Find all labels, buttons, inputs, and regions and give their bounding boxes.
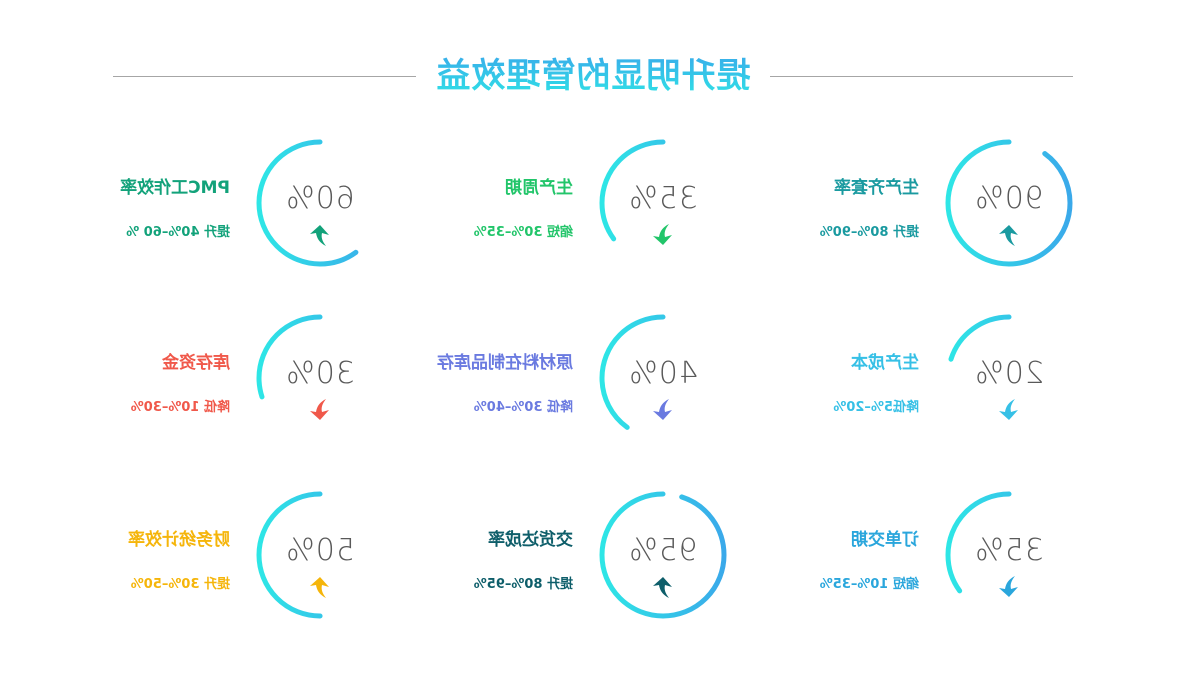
metric-label: 生产周期 — [505, 178, 573, 198]
metric-label: 生产成本 — [851, 353, 919, 373]
metric-change: 提升 80%–90% — [819, 225, 919, 240]
metric-change: 缩短 10%–35% — [819, 577, 919, 592]
page-title: 提升明显的管理效益 — [420, 52, 766, 100]
arrow-down-icon — [999, 576, 1018, 597]
percent-value: 35% — [974, 533, 1044, 568]
progress-ring — [256, 314, 384, 442]
metric-label: 原材料在制品库存 — [437, 353, 573, 373]
progress-ring — [945, 314, 1073, 442]
arrow-down-icon — [653, 224, 672, 245]
progress-ring — [599, 314, 727, 442]
progress-ring — [599, 491, 727, 619]
metric-card: 30% 库存资金 降低 10%–30% — [50, 308, 390, 448]
percent-value: 40% — [628, 356, 698, 391]
metric-label: 交货达成率 — [488, 530, 573, 550]
metric-change: 降低 30%–40% — [473, 400, 573, 415]
metric-change: 降低 10%–30% — [130, 400, 230, 415]
divider-right — [113, 76, 416, 77]
metric-change: 降低5%–20% — [833, 400, 919, 415]
metric-change: 缩短 30%–35% — [473, 225, 573, 240]
metric-label: 库存资金 — [162, 353, 230, 373]
percent-value: 90% — [974, 181, 1044, 216]
metric-change: 提升 40%–60 % — [126, 225, 230, 240]
metric-card: 50% 财务统计效率 提升 30%–50% — [50, 485, 390, 625]
percent-value: 60% — [285, 181, 355, 216]
metric-card: 95% 交货达成率 提升 80%–95% — [393, 485, 733, 625]
progress-ring — [256, 139, 384, 267]
progress-ring — [256, 491, 384, 619]
metric-card: 35% 生产周期 缩短 30%–35% — [393, 133, 733, 273]
arrow-down-icon — [653, 399, 672, 420]
percent-value: 20% — [974, 356, 1044, 391]
metric-card: 60% PMC工作效率 提升 40%–60 % — [50, 133, 390, 273]
metric-card: 40% 原材料在制品库存 降低 30%–40% — [393, 308, 733, 448]
arrow-up-icon — [999, 225, 1018, 246]
metric-label: 生产齐套率 — [834, 178, 919, 198]
metric-card: 90% 生产齐套率 提升 80%–90% — [739, 133, 1079, 273]
percent-value: 95% — [628, 533, 698, 568]
percent-value: 50% — [285, 533, 355, 568]
divider-left — [770, 76, 1073, 77]
percent-value: 30% — [285, 356, 355, 391]
metric-change: 提升 80%–95% — [473, 577, 573, 592]
progress-ring — [945, 491, 1073, 619]
percent-value: 35% — [628, 181, 698, 216]
arrow-up-icon — [310, 577, 329, 598]
arrow-up-icon — [310, 225, 329, 246]
metric-change: 提升 30%–50% — [130, 577, 230, 592]
progress-ring — [599, 139, 727, 267]
arrow-up-icon — [653, 577, 672, 598]
arrow-down-icon — [310, 399, 329, 420]
metric-label: 订单交期 — [851, 530, 919, 550]
metric-label: 财务统计效率 — [128, 530, 230, 550]
arrow-down-icon — [999, 399, 1018, 420]
metric-label: PMC工作效率 — [120, 178, 230, 198]
progress-ring — [945, 139, 1073, 267]
metric-card: 20% 生产成本 降低5%–20% — [739, 308, 1079, 448]
metric-card: 35% 订单交期 缩短 10%–35% — [739, 485, 1079, 625]
